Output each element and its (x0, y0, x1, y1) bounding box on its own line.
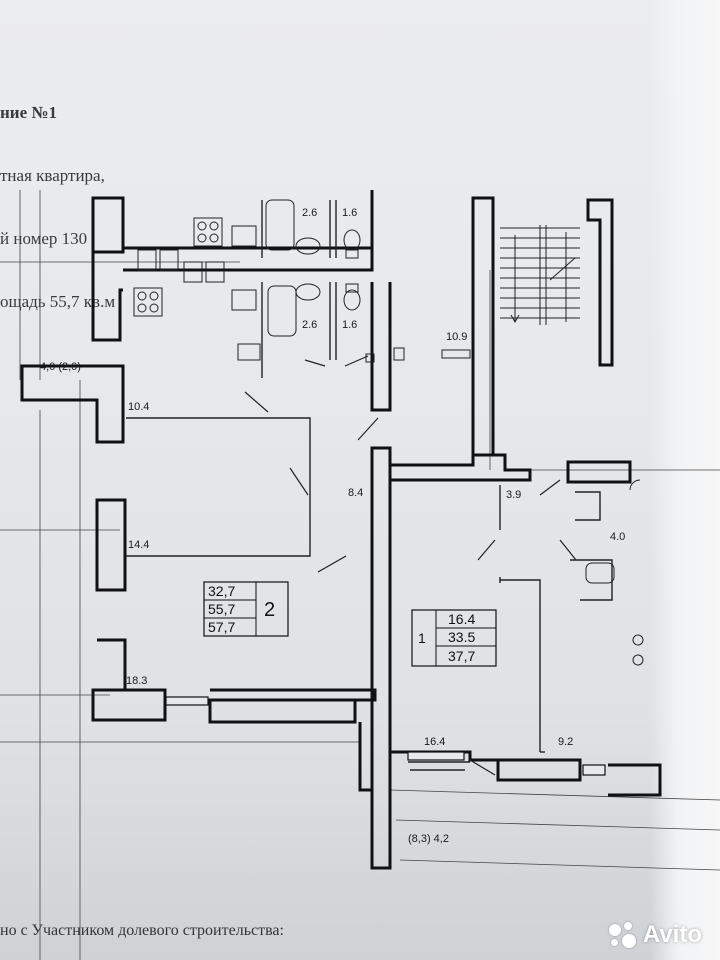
bedroom-area: 14.4 (128, 539, 149, 551)
apartment-1-rooms: 1 (418, 630, 426, 646)
balcony-area: 4,0 (2,0) (40, 361, 81, 373)
footer-text: но с Участником долевого строительства: (0, 922, 284, 939)
hall-right-area: 3.9 (506, 489, 521, 501)
wc-top-area: 1.6 (342, 207, 357, 219)
staircase (500, 225, 580, 325)
kitchen-right-area: 9.2 (558, 736, 573, 748)
apartment-2-living-area: 32,7 (208, 583, 235, 599)
bath-right-area: 4.0 (610, 531, 625, 543)
door-swings (244, 355, 577, 776)
wc-mid-area: 1.6 (342, 319, 357, 331)
walls (20, 190, 662, 870)
apartment-2-area-with-balcony: 57,7 (208, 619, 235, 635)
plan-caption: ние №1 тная квартира, й номер 130 ощадь … (0, 60, 115, 333)
plumbing-fixtures (133, 199, 644, 666)
avito-logo-icon (608, 922, 637, 948)
hall-area: 8.4 (348, 487, 363, 499)
apartment-1-living-area: 16.4 (448, 611, 475, 627)
partitions (126, 200, 613, 771)
windows (165, 696, 606, 776)
balcony-bottom-area: (8,3) 4,2 (408, 833, 449, 845)
caption-apartment-number: й номер 130 (0, 229, 88, 248)
apartment-2-area-table: 32,7 55,7 57,7 2 (203, 581, 289, 637)
room-right-area: 16.4 (424, 736, 445, 748)
avito-brand-text: Avito (642, 921, 702, 948)
kitchen-area: 10.4 (128, 401, 149, 413)
apartment-1-area-table: 1 16.4 33.5 37,7 (411, 609, 497, 667)
bath-mid-area: 2.6 (302, 319, 317, 331)
apartment-2-total-area: 55,7 (208, 601, 235, 617)
caption-title: ние №1 (0, 103, 57, 122)
guide-lines (0, 190, 720, 960)
room-area-labels: 2.6 1.6 2.6 1.6 10.9 4,0 (2,0) 10.4 8.4 … (40, 207, 625, 845)
bath-top-area: 2.6 (302, 207, 317, 219)
avito-watermark: Avito (608, 920, 702, 950)
living-room-area: 18.3 (126, 675, 147, 687)
apartment-1-total-area: 33.5 (448, 629, 475, 645)
corridor-area: 10.9 (446, 331, 467, 343)
caption-apartment-type: тная квартира, (0, 166, 105, 185)
apartment-2-rooms: 2 (264, 599, 275, 621)
apartment-1-area-with-balcony: 37,7 (448, 648, 475, 664)
